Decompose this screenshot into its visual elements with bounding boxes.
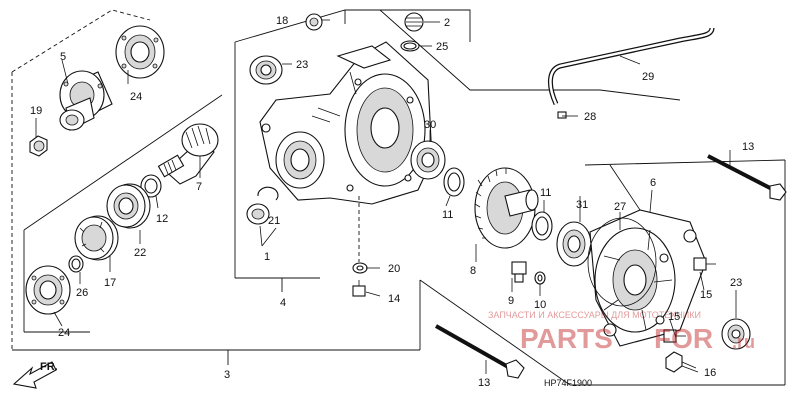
cap-18 <box>305 13 323 31</box>
oil-seal-24-bottom <box>25 265 71 315</box>
pinion-gear-7 <box>157 123 219 185</box>
callout-24-bottom: 24 <box>58 327 70 339</box>
case-cover-6 <box>589 209 707 347</box>
callout-15-right: 15 <box>700 289 712 301</box>
nut-19 <box>29 135 48 157</box>
callout-18: 18 <box>276 15 288 27</box>
stud-bolt-13-lower <box>435 324 525 379</box>
callout-3: 3 <box>224 369 230 381</box>
front-label: FR. <box>40 361 58 373</box>
clip-28 <box>557 111 567 119</box>
callout-24-top: 24 <box>130 91 142 103</box>
callout-15-lower: 15 <box>668 311 680 323</box>
shim-11-left <box>443 167 465 197</box>
callout-21: 21 <box>268 215 280 227</box>
callout-31: 31 <box>576 199 588 211</box>
callout-20: 20 <box>388 263 400 275</box>
oil-seal-23-right <box>721 318 751 350</box>
oil-seal-24-top <box>115 25 165 79</box>
washer-10 <box>534 271 546 285</box>
watermark-brand-right: FOR <box>654 323 713 354</box>
bearing-22 <box>106 183 151 229</box>
bearing-31 <box>556 221 592 267</box>
circlip-21 <box>246 186 279 225</box>
callout-6: 6 <box>650 177 656 189</box>
callout-11-right: 11 <box>540 187 551 199</box>
callout-12: 12 <box>156 213 168 225</box>
callout-2: 2 <box>444 17 450 29</box>
callout-8: 8 <box>470 265 476 277</box>
callout-labels: 18 2 25 23 5 24 19 29 28 30 7 13 11 11 1… <box>30 15 754 389</box>
breather-2 <box>404 12 424 32</box>
callout-1: 1 <box>264 251 270 263</box>
callout-26: 26 <box>76 287 88 299</box>
washer-20 <box>352 262 368 274</box>
callout-17: 17 <box>104 277 116 289</box>
breather-tube-29 <box>548 27 715 106</box>
bolt-15-lower <box>663 329 686 343</box>
watermark-tagline: ЗАПЧАСТИ И АКСЕССУАРЫ ДЛЯ МОТОТЕХНИКИ <box>488 310 701 320</box>
final-gear-case <box>259 41 433 205</box>
callout-19: 19 <box>30 105 42 117</box>
callout-30: 30 <box>424 119 436 131</box>
callout-10: 10 <box>534 299 546 311</box>
shim-11-right <box>531 211 553 241</box>
bolt-16 <box>665 351 697 373</box>
callout-5: 5 <box>60 51 66 63</box>
callout-28: 28 <box>584 111 596 123</box>
drain-plug-9 <box>511 261 527 283</box>
callout-9: 9 <box>508 295 514 307</box>
oil-seal-23-top <box>249 55 283 85</box>
leader-lines <box>35 19 737 374</box>
callout-13-bottom: 13 <box>478 377 490 389</box>
callout-11-left: 11 <box>442 209 453 221</box>
callout-29: 29 <box>642 71 654 83</box>
callout-4: 4 <box>280 297 286 309</box>
callout-16: 16 <box>704 367 716 379</box>
stud-bolt-13-upper <box>707 154 787 201</box>
callout-23-right: 23 <box>730 277 742 289</box>
bolt-14 <box>352 280 366 297</box>
callout-14: 14 <box>388 293 400 305</box>
watermark-brand-left: PARTS <box>520 323 613 354</box>
callout-22: 22 <box>134 247 146 259</box>
o-ring-26 <box>68 255 84 273</box>
shim-12 <box>140 174 162 198</box>
callout-25: 25 <box>436 41 448 53</box>
front-arrow: FR. <box>12 361 58 389</box>
watermark-brand-suffix: .ru <box>732 332 755 352</box>
bearing-30 <box>410 140 446 180</box>
o-ring-27 <box>587 217 657 307</box>
lock-nut-17 <box>74 215 119 261</box>
callout-27: 27 <box>614 201 626 213</box>
diagram-code: HP74F1900 <box>544 378 592 388</box>
callout-7: 7 <box>196 181 202 193</box>
pinion-hub-5 <box>59 70 113 131</box>
ring-gear-8 <box>474 167 539 249</box>
callout-23-top: 23 <box>296 59 308 71</box>
o-ring-25 <box>400 40 420 52</box>
watermark: ЗАПЧАСТИ И АКСЕССУАРЫ ДЛЯ МОТОТЕХНИКИ PA… <box>488 310 755 354</box>
bolt-15-upper <box>693 257 716 271</box>
callout-13-top: 13 <box>742 141 754 153</box>
